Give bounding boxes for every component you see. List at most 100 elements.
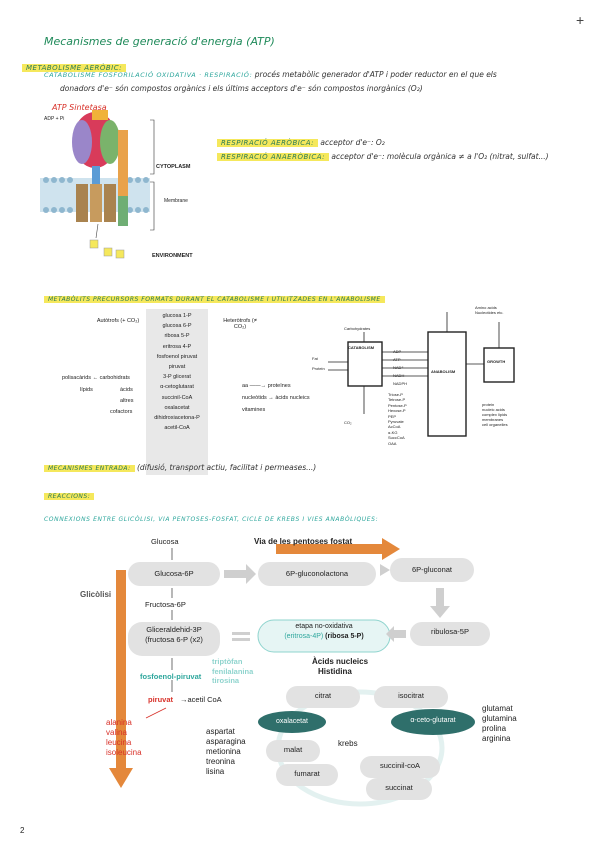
metabolite-list-item: AcCoA (388, 424, 401, 430)
growth-box (483, 347, 515, 383)
krebs-label: krebs (338, 739, 358, 748)
succinil-label: succinil-coA (379, 761, 420, 770)
akg-aa-list-item: glutamat (482, 704, 513, 713)
protein-label: Protein (312, 366, 325, 371)
red-aa-list-item: valina (106, 728, 127, 737)
gluconolactona-label: 6P-gluconolactona (285, 569, 349, 578)
adp-label: ADP + Pi (44, 116, 65, 122)
cofactor-list-item: ADP (393, 349, 402, 354)
fructosa6p-label: Fructosa-6P (145, 600, 186, 609)
oxal-aa-list-item: aspartat (206, 727, 235, 736)
metabolite-list-item: α-KG (388, 429, 398, 435)
oxal-aa-list-item: treonina (206, 757, 235, 766)
left-product-altres: altres (120, 398, 134, 404)
f1-delta-subunit (100, 120, 120, 164)
gluconat-box (390, 558, 474, 582)
metabolite-list-item: Tetrose-P (388, 397, 406, 403)
piruvat-label: piruvat (148, 695, 174, 704)
oxalacetat-label: oxalacetat (276, 718, 308, 725)
precursor-list-item: eritrosa 4-P (162, 343, 192, 350)
section-heading-aerobic: METABOLISME AERÒBIC: (22, 55, 126, 74)
ribulosa-label: ribulosa-5P (431, 627, 469, 636)
aromatics-list-item: tirosina (212, 676, 240, 685)
left-product-polisacarids: polisacàrids ← carbohidrats (62, 375, 130, 381)
glycolysis-arrow-shaft (116, 570, 126, 770)
ribulosa-box (410, 622, 490, 646)
rotor-stalk (92, 166, 100, 188)
non-oxidative-label: etapa no-oxidativa (eritrosa-4P) (ribosa… (284, 623, 364, 640)
precursor-list-item: 3-P glicerat (163, 374, 191, 381)
respiration-definition-line2: donadors d'e⁻ són compostos orgànics i e… (60, 84, 423, 93)
f1-beta-subunit (72, 120, 92, 164)
glycolysis-arrow-head (109, 768, 133, 788)
anabolism-label: ANABOLISM (431, 369, 456, 374)
fumarat-box (276, 764, 338, 786)
aromatics-list-item: fenilalanina (212, 666, 254, 676)
precursors-box (146, 309, 208, 475)
pentose-arrow-head (382, 538, 400, 560)
membrane-lipid-heads (43, 177, 149, 213)
akg-aa-list-item: prolina (482, 724, 507, 733)
precursor-list-item: dihidroxiacetona-P (154, 415, 200, 422)
precursor-list-item: ribosa 5-P (164, 333, 190, 340)
isocitrat-label: isocitrat (398, 691, 424, 700)
pathway-diagram (109, 538, 490, 807)
growth-label: GROWTH (487, 359, 506, 364)
growth-out-list-item: complex lipids (482, 412, 508, 417)
glicolisi-label: Glicòlisi (80, 590, 112, 599)
gluconolactona-box (258, 562, 376, 586)
aceto-glutarat-label: α-ceto-glutarat (410, 717, 456, 724)
gliceraldehid-label: Gliceraldehid-3P(fructosa 6-P (x2) (145, 625, 203, 644)
left-product-cofactors: cofactors (110, 409, 133, 415)
malat-box (266, 740, 320, 762)
respiration-definition-line1: CATABOLISME FOSFORILACIÓ OXIDATIVA · RES… (44, 70, 497, 79)
succinil-box (360, 756, 440, 778)
growth-out-list-item: membranes (482, 417, 504, 422)
oxal-aa-list-item: metionina (206, 747, 241, 756)
metabolite-list-item: PEP (388, 413, 397, 419)
fosfoenol-label: fosfoenol-piruvat (140, 672, 202, 681)
metabolite-list-item: Pyruvate (388, 419, 404, 425)
acetil-coa-label: →acetil CoA (180, 695, 222, 704)
aerobic-respiration-note: RESPIRACIÓ AERÒBICA: acceptor d'e⁻: O₂ (217, 138, 385, 147)
page-title: Mecanismes de generació d'energia (ATP) (44, 35, 275, 48)
oxalacetat-node (258, 711, 326, 733)
metabolite-list-item: SuccCoA (388, 435, 405, 441)
glucosa6p-box (128, 562, 220, 586)
cofactor-list-item: NADH (393, 373, 405, 378)
metabolite-list-item: OAA (388, 440, 397, 446)
top-subunit (92, 110, 108, 120)
cofactor-list-item: NADPH (393, 381, 408, 386)
precursors-heading: METABÒLITS PRECURSORS FORMATS DURANT EL … (44, 286, 385, 305)
succinat-label: succinat (385, 783, 413, 792)
precursor-list-item: acetil-CoA (164, 425, 190, 432)
pentose-arrow-shaft (276, 544, 384, 554)
metabolite-list-item: Hexose-P (388, 408, 406, 414)
growth-out-list-item: nucleic acids (482, 407, 505, 412)
glucosa-label: Glucosa (151, 537, 179, 546)
autotrofs-label: Autòtrofs (+ CO₂) (96, 318, 140, 324)
akg-aa-list-item: arginina (482, 734, 511, 743)
oxal-aa-list-item: lisina (206, 767, 225, 776)
fat-label: Fat (312, 356, 318, 361)
precursor-list-item: glucosa 1-P (162, 313, 192, 319)
citrat-label: citrat (314, 691, 332, 700)
reactions-heading: REACCIONS: (44, 483, 95, 502)
atp-synthase-label: ATP Sintetasa (52, 103, 107, 112)
cytoplasm-label: CYTOPLASM (156, 164, 191, 170)
precursor-list-item: α-cetoglutarat (160, 384, 194, 391)
metabolite-list-item: Triose-P (388, 392, 403, 397)
red-aa-list-item: isoleucina (106, 748, 142, 757)
growth-out-list-item: protein (482, 402, 495, 407)
atp-synthase-figure (40, 110, 155, 259)
metabolism-block-diagram (328, 312, 515, 437)
plus-icon[interactable]: + (576, 12, 585, 28)
left-product-lipids: lípids (80, 387, 93, 393)
precursor-list-item: piruvat (168, 364, 186, 371)
page-number: 2 (20, 826, 25, 835)
